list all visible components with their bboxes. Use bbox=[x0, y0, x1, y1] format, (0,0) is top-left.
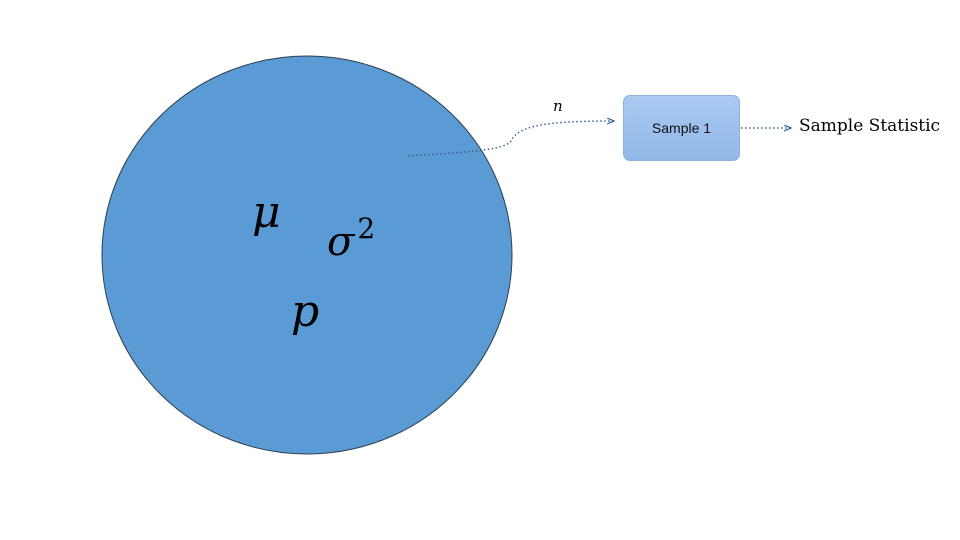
variance-exponent: 2 bbox=[357, 212, 375, 245]
sample-size-label: n bbox=[553, 97, 563, 115]
variance-sigma: σ bbox=[327, 219, 356, 265]
sample-box: Sample 1 bbox=[623, 95, 740, 161]
sample-label: Sample 1 bbox=[651, 120, 712, 136]
population-circle bbox=[101, 55, 513, 455]
proportion-symbol: p bbox=[291, 286, 319, 337]
mean-symbol: μ bbox=[252, 187, 281, 238]
sample-statistic-label: Sample Statistic bbox=[799, 116, 941, 136]
sampling-arrow bbox=[407, 121, 613, 157]
